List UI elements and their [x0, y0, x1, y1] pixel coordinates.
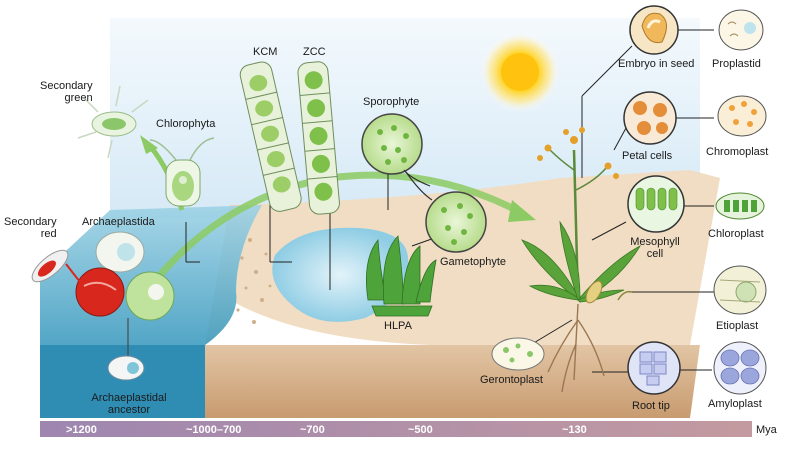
chromoplast-icon: [717, 95, 767, 137]
kcm-filament-icon: [239, 61, 302, 212]
zcc-filament-icon: [297, 61, 340, 215]
timeline-tick-5: ~130: [562, 424, 587, 436]
secondary-red-alga-icon: [31, 249, 69, 283]
flowering-plant-icon: [521, 127, 642, 393]
label-chromoplast: Chromoplast: [706, 146, 769, 158]
label-proplastid: Proplastid: [712, 58, 761, 70]
label-amyloplast: Amyloplast: [708, 398, 762, 410]
embryo-in-seed-icon: [629, 5, 679, 55]
mesophyll-cell-icon: [627, 175, 685, 233]
amyloplast-icon: [713, 341, 767, 395]
sporophyte-cells-icon: [361, 113, 423, 175]
label-petal-cells: Petal cells: [622, 150, 673, 162]
label-kcm: KCM: [253, 46, 278, 58]
label-archaeplastida: Archaeplastida: [82, 216, 155, 228]
timeline-tick-4: ~500: [408, 424, 433, 436]
petal-cells-icon: [623, 91, 677, 145]
label-gerontoplast: Gerontoplast: [480, 374, 543, 386]
label-archaeplastidal-ancestor: Archaeplastidal ancestor: [91, 392, 167, 416]
proplastid-icon: [718, 9, 764, 51]
label-secondary-green: Secondary green: [40, 80, 93, 104]
label-embryo-in-seed: Embryo in seed: [618, 58, 695, 70]
timeline-unit: Mya: [756, 424, 777, 436]
label-chlorophyta: Chlorophyta: [156, 118, 216, 130]
chlorophyta-cell-icon: [149, 137, 215, 207]
label-secondary-red: Secondary red: [4, 216, 57, 240]
archaeplastida-cells-icon: [75, 231, 175, 321]
timeline-tick-3: ~700: [300, 424, 325, 436]
label-sporophyte: Sporophyte: [363, 96, 420, 108]
chloroplast-icon: [715, 192, 765, 220]
gerontoplast-icon: [491, 337, 545, 371]
archaeplastidal-ancestor-icon: [107, 318, 145, 381]
label-hlpa: HLPA: [384, 320, 412, 332]
label-mesophyll-cell: Mesophyll cell: [630, 236, 680, 260]
label-root-tip: Root tip: [632, 400, 670, 412]
root-tip-icon: [627, 341, 681, 395]
timeline-bar: [40, 421, 752, 437]
timeline-tick-1: >1200: [66, 424, 97, 436]
hlpa-moss-icon: [366, 235, 437, 317]
etioplast-icon: [713, 265, 767, 315]
label-gametophyte: Gametophyte: [440, 256, 507, 268]
secondary-green-alga-icon: [77, 85, 149, 159]
soil-cross-section: [205, 345, 700, 418]
label-etioplast: Etioplast: [716, 320, 759, 332]
label-zcc: ZCC: [303, 46, 326, 58]
timeline-tick-2: ~1000–700: [186, 424, 242, 436]
gametophyte-cells-icon: [425, 191, 487, 253]
label-chloroplast: Chloroplast: [708, 228, 764, 240]
